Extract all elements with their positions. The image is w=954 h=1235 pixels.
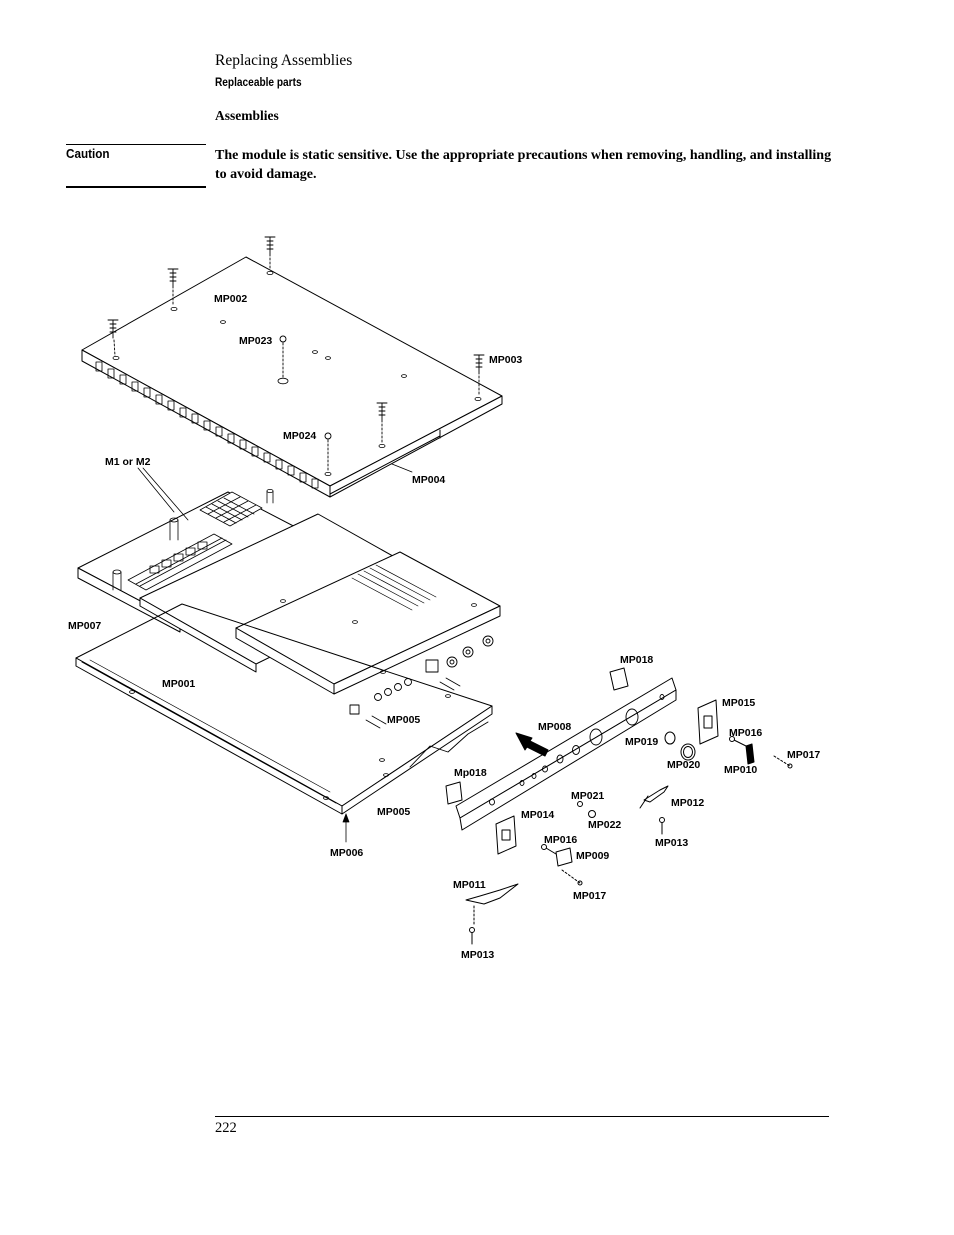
callout-mp018-lower: Mp018	[454, 767, 487, 779]
callout-mp016-right: MP016	[729, 727, 762, 739]
callout-mp005-lower: MP005	[377, 806, 410, 818]
caution-rule-top	[66, 144, 206, 145]
leader-lines	[137, 463, 413, 843]
caution-label: Caution	[66, 146, 110, 161]
bottom-chassis-drawing	[75, 603, 493, 815]
callout-mp001: MP001	[162, 678, 195, 690]
callout-mp014: MP014	[521, 809, 554, 821]
callout-mp013-left: MP013	[461, 949, 494, 961]
callout-m1-or-m2: M1 or M2	[105, 456, 151, 468]
callout-mp005-upper: MP005	[387, 714, 420, 726]
callout-mp013-right: MP013	[655, 837, 688, 849]
caution-rule-bottom	[66, 186, 206, 188]
callout-mp010: MP010	[724, 764, 757, 776]
callout-mp011: MP011	[453, 879, 486, 891]
callout-mp024: MP024	[283, 430, 316, 442]
caution-text: The module is static sensitive. Use the …	[215, 148, 832, 182]
callout-mp002: MP002	[214, 293, 247, 305]
callout-mp018-upper: MP018	[620, 654, 653, 666]
callout-mp008: MP008	[538, 721, 571, 733]
callout-mp003: MP003	[489, 354, 522, 366]
running-header-title: Replacing Assemblies	[215, 52, 353, 69]
callout-mp004: MP004	[412, 474, 445, 486]
callout-mp022: MP022	[588, 819, 621, 831]
callout-mp021: MP021	[571, 790, 604, 802]
callout-mp007: MP007	[68, 620, 101, 632]
callout-mp015: MP015	[722, 697, 755, 709]
callout-mp006: MP006	[330, 847, 363, 859]
callout-mp012: MP012	[671, 797, 704, 809]
section-title: Assemblies	[215, 108, 279, 123]
callout-mp020: MP020	[667, 759, 700, 771]
page-number: 222	[215, 1120, 237, 1136]
running-header-subtitle: Replaceable parts	[215, 77, 302, 89]
top-cover-drawing	[81, 256, 503, 498]
footer-rule	[215, 1116, 829, 1117]
callout-mp017-left: MP017	[573, 890, 606, 902]
cover-screws	[107, 236, 485, 472]
callout-mp009: MP009	[576, 850, 609, 862]
callout-mp023: MP023	[239, 335, 272, 347]
board-assembly-drawing	[77, 488, 501, 715]
callout-mp019: MP019	[625, 736, 658, 748]
callout-mp016-left: MP016	[544, 834, 577, 846]
callout-mp017-right: MP017	[787, 749, 820, 761]
front-panel-drawing	[445, 667, 793, 945]
callout-labels: MP002 MP023 MP003 MP024 MP004 M1 or M2 M…	[68, 293, 820, 961]
